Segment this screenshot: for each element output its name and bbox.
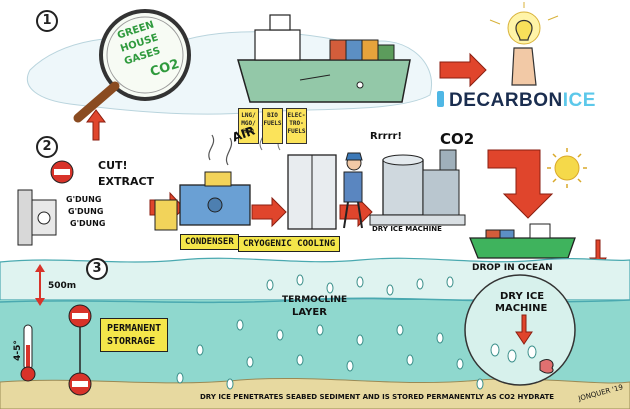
extract-label: EXTRACT: [98, 175, 155, 188]
arrow-right-top: [439, 52, 487, 88]
seabed-sediment: [0, 377, 630, 409]
arrow-up-left: [86, 109, 106, 141]
cargo-ship-top: [237, 14, 411, 103]
fuel-tag-line: FUELS: [287, 128, 306, 135]
step-number-1: 1: [36, 10, 58, 32]
fuel-tag-line: MGO/: [241, 120, 256, 127]
gdung-label-2: G'DUNG: [68, 207, 104, 216]
step-number-2: 2: [36, 136, 58, 158]
brand-prefix: DECARBON: [449, 90, 563, 111]
dry-ice-machine: [369, 149, 466, 226]
layer-label: LAYER: [292, 307, 327, 318]
dry-ice-label: DRY ICE: [500, 291, 545, 302]
tanker-ship-right: [469, 223, 576, 259]
cryogenic-cooler: [259, 121, 337, 230]
dry-ice-pellets: [176, 274, 484, 390]
fuel-tag-line: TRO-: [289, 120, 304, 127]
brand-logo: DECARBONICE: [437, 90, 596, 112]
storrage-label: STORRAGE: [107, 336, 156, 347]
termocline-label: TERMOCLINE: [282, 295, 348, 305]
pump-station: [17, 189, 57, 246]
fuel-tag-electro: ELEC-TRO-FUELS: [286, 108, 307, 144]
condenser-machine: [154, 134, 251, 231]
co2-label: CO2: [440, 130, 475, 148]
logo-mark-icon: [437, 91, 444, 107]
rrrr-label: Rrrrr!: [370, 131, 402, 142]
fuel-tag-fossil: LNG/MGO/HFO: [238, 108, 259, 144]
bottom-caption: DRY ICE PENETRATES SEABED SEDIMENT AND I…: [200, 393, 555, 401]
ocean-surface: [0, 257, 630, 301]
lightbulb-icon: [489, 2, 559, 86]
arrow-down-right: [487, 149, 554, 219]
fuel-tag-line: ELEC-: [287, 112, 306, 119]
brand-suffix: ICE: [562, 90, 596, 111]
gdung-label-1: G'DUNG: [66, 195, 102, 204]
permanent-label: PERMANENT: [107, 323, 162, 334]
arrow-to-cryo: [251, 196, 287, 228]
cut-label: CUT!: [98, 159, 128, 172]
dry-ice-machine-closeup: [464, 274, 576, 386]
condenser-tag: CONDENSER: [180, 234, 239, 250]
no-entry-signs: [50, 160, 92, 396]
drop-in-ocean-label: DROP IN OCEAN: [472, 263, 553, 273]
magnifying-glass-icon: [73, 9, 191, 123]
fuel-tag-line: BIO: [267, 112, 278, 119]
fuel-tag-line: LNG/: [241, 112, 256, 119]
step-number-3: 3: [86, 258, 108, 280]
permanent-storage-tag: PERMANENT STORRAGE: [100, 318, 169, 352]
worker-figure: [343, 152, 363, 229]
cryogenic-tag: CRYOGENIC COOLING: [238, 236, 341, 252]
dry-ice-machine-label: DRY ICE MACHINE: [372, 225, 442, 233]
temperature-label: 4-5°: [12, 340, 23, 361]
sun-icon: [547, 148, 587, 188]
fuel-tag-line: HFO: [243, 128, 254, 135]
fuel-tag-line: FUELS: [263, 120, 282, 127]
thermometer-icon: [20, 324, 36, 382]
depth-arrow: [35, 264, 45, 306]
machine-label: MACHINE: [495, 303, 548, 314]
depth-label: 500m: [48, 281, 77, 291]
gdung-label-3: G'DUNG: [70, 219, 106, 228]
fish-icon: [539, 359, 554, 374]
